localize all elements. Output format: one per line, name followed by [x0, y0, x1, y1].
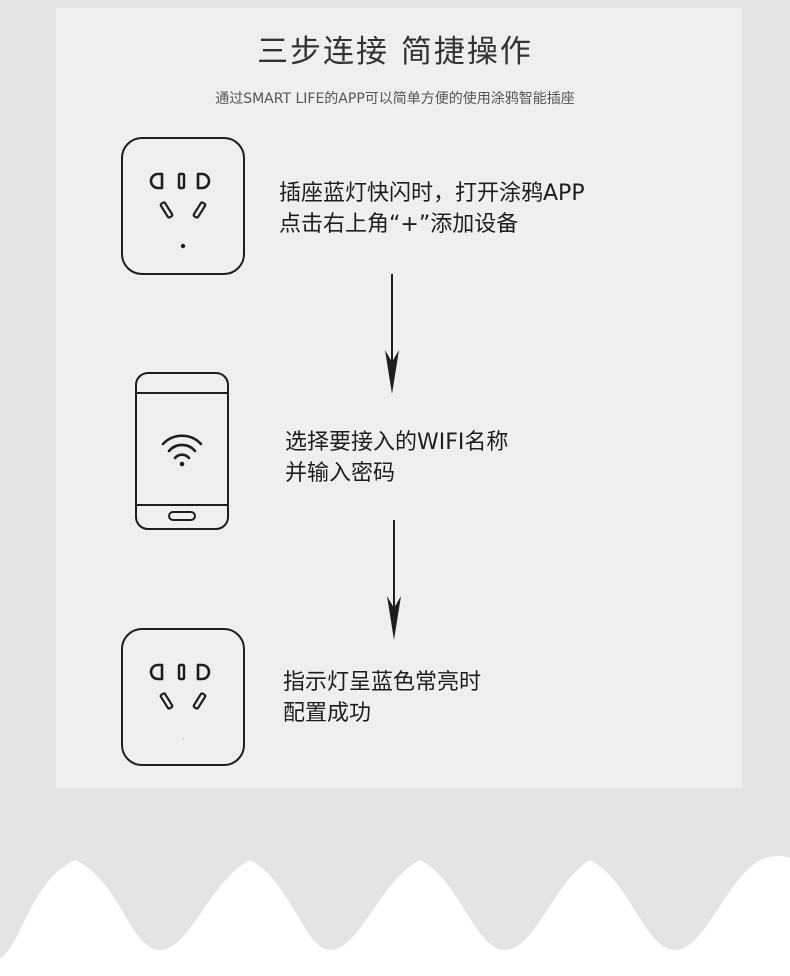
step-2-line-2: 并输入密码: [285, 461, 396, 486]
page-subtitle: 通过SMART LIFE的APP可以简单方便的使用涂鸦智能插座: [215, 91, 575, 107]
socket-blinking-icon: [121, 137, 245, 275]
arrow-down-icon: [387, 520, 401, 640]
step-1-text: 插座蓝灯快闪时，打开涂鸦APP 点击右上角“+”添加设备: [279, 178, 585, 240]
step-3-line-2: 配置成功: [283, 701, 372, 726]
step-3-line-1: 指示灯呈蓝色常亮时: [283, 670, 482, 695]
step-2-line-1: 选择要接入的WIFI名称: [285, 430, 509, 455]
arrow-down-icon: [385, 274, 399, 394]
decorative-waves: [0, 856, 790, 976]
step-2-text: 选择要接入的WIFI名称 并输入密码: [285, 427, 508, 489]
page-title: 三步连接 简捷操作: [257, 34, 533, 70]
phone-wifi-icon: [135, 372, 229, 530]
step-3-text: 指示灯呈蓝色常亮时 配置成功: [283, 667, 481, 729]
step-1-line-1: 插座蓝灯快闪时，打开涂鸦APP: [279, 181, 585, 206]
socket-connected-icon: [121, 628, 245, 766]
step-1-line-2: 点击右上角“+”添加设备: [279, 212, 519, 237]
